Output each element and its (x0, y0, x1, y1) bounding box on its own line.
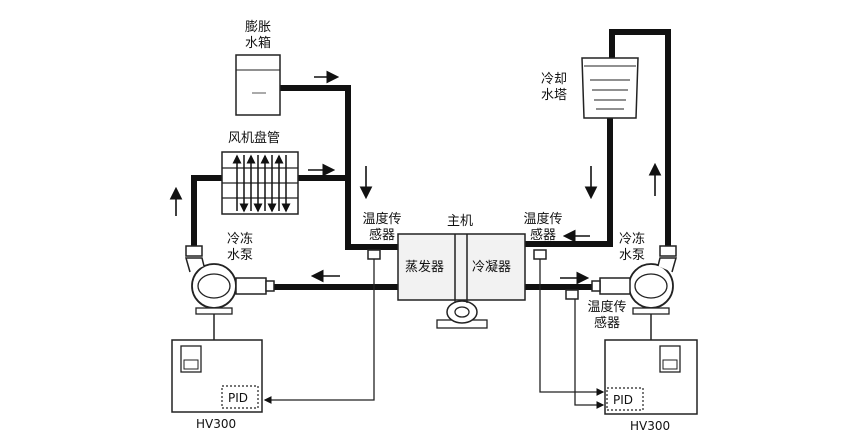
chilled-pump-right-line1: 冷冻 (618, 232, 645, 247)
expansion-tank-label: 膨胀 水箱 (240, 20, 276, 52)
hv300-left (171, 339, 263, 413)
temp-sensor-right-line2: 感器 (529, 228, 556, 243)
temp-sensor-right-line1: 温度传 (523, 212, 563, 227)
temp-sensor-left-label: 温度传 感器 (357, 212, 407, 244)
pipe-right-pump-to-tower (609, 29, 671, 251)
temp-sensor-bottom-line1: 温度传 (587, 300, 627, 315)
fan-coil (221, 151, 299, 215)
pipe-pump-to-fancoil (191, 175, 225, 251)
cooling-tower-label: 冷却 水塔 (536, 72, 572, 104)
main-unit (397, 233, 526, 329)
hv300-right (604, 339, 698, 415)
temp-sensor-left-line1: 温度传 (362, 212, 402, 227)
chilled-pump-left-label: 冷冻 水泵 (222, 232, 258, 264)
hv300-left-label: HV300 (196, 417, 237, 431)
cooling-tower-label-line1: 冷却 (540, 72, 567, 87)
pipes (191, 29, 671, 290)
signal-left-sensor-to-pid (263, 259, 375, 404)
right-pump (591, 245, 677, 315)
fan-coil-label: 风机盘管 (228, 131, 281, 146)
chilled-pump-left-line2: 水泵 (226, 248, 253, 263)
condenser-label: 冷凝器 (472, 260, 512, 275)
signal-bottom-sensor-to-pid (574, 299, 605, 409)
expansion-tank-label-line1: 膨胀 (244, 20, 271, 35)
pid-right-label: PID (613, 393, 634, 407)
temp-sensors (367, 249, 579, 300)
temp-sensor-right-label: 温度传 感器 (518, 212, 568, 244)
chilled-pump-left-line1: 冷冻 (226, 232, 253, 247)
temp-sensor-bottom-block (565, 289, 579, 300)
chilled-pump-right-label: 冷冻 水泵 (614, 232, 650, 264)
cooling-tower (581, 57, 639, 119)
pipe-tower-to-condenser (522, 115, 613, 247)
hv300-right-label: HV300 (630, 419, 671, 433)
pid-left-label: PID (228, 391, 249, 405)
temp-sensor-left-line2: 感器 (368, 228, 395, 243)
temp-sensor-left-block (367, 249, 381, 260)
temp-sensor-bottom-label: 温度传 感器 (582, 300, 632, 332)
main-unit-label: 主机 (447, 214, 474, 229)
temp-sensor-right-block (533, 249, 547, 260)
signal-right-sensor-to-pid (539, 259, 605, 396)
expansion-tank-label-line2: 水箱 (244, 36, 271, 51)
expansion-tank (235, 54, 281, 116)
chilled-pump-right-line2: 水泵 (618, 248, 645, 263)
left-pump (185, 245, 275, 315)
temp-sensor-bottom-line2: 感器 (593, 316, 620, 331)
evaporator-label: 蒸发器 (405, 260, 445, 275)
pipe-expansion-to-evaporator (275, 85, 401, 250)
cooling-tower-label-line2: 水塔 (540, 88, 567, 103)
